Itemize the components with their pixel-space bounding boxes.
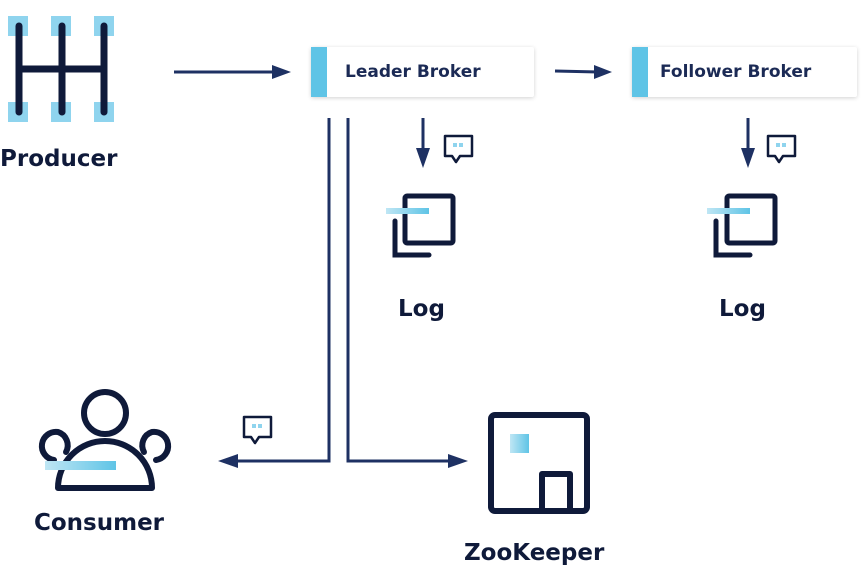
producer-label: Producer xyxy=(0,146,118,172)
log-copy-icon xyxy=(707,193,778,258)
consumer-label: Consumer xyxy=(34,510,165,536)
arrow-follower-to-log xyxy=(741,118,755,168)
leader-broker-label: Leader Broker xyxy=(345,62,481,82)
zookeeper-label: ZooKeeper xyxy=(464,540,605,566)
leader-broker-node[interactable]: Leader Broker xyxy=(311,47,534,97)
message-icon xyxy=(242,415,273,445)
zookeeper-box-icon xyxy=(488,412,590,514)
gear-shift-icon xyxy=(8,16,114,122)
arrow-leader-to-follower xyxy=(554,65,612,79)
arrow-leader-to-log xyxy=(416,118,430,168)
message-icon xyxy=(766,134,797,164)
follower-broker-node[interactable]: Follower Broker xyxy=(632,47,857,97)
arrow-producer-to-leader xyxy=(174,65,291,79)
arrow-leader-to-consumer xyxy=(218,118,331,468)
follower-log-label: Log xyxy=(719,296,766,322)
leader-broker-accent xyxy=(311,47,327,97)
message-icon xyxy=(443,134,474,164)
follower-broker-label: Follower Broker xyxy=(660,62,812,82)
user-group-icon xyxy=(38,389,172,491)
follower-broker-accent xyxy=(632,47,648,97)
log-copy-icon xyxy=(386,193,456,258)
consumer-accent-bar xyxy=(45,461,116,470)
leader-log-label: Log xyxy=(398,296,445,322)
arrow-leader-to-zookeeper xyxy=(346,118,468,468)
